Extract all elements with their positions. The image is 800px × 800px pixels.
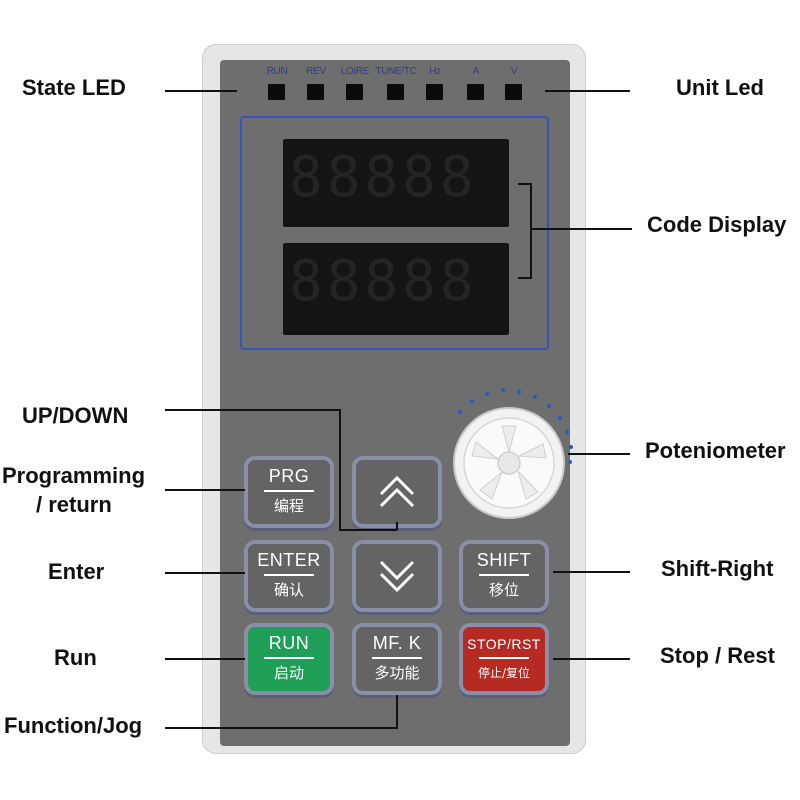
enter-button[interactable]: ENTER 确认 (248, 544, 330, 608)
leader-unit-led (545, 90, 630, 92)
leader-run (165, 658, 245, 660)
shift-button-divider (479, 574, 529, 576)
state-led-run (268, 84, 285, 100)
state-led-rev (307, 84, 324, 100)
callout-enter: Enter (48, 559, 105, 584)
leader-enter (165, 572, 245, 574)
leader-shift-right (553, 571, 630, 573)
callout-state-led: State LED (22, 75, 126, 100)
stop-reset-button-sublabel: 停止/复位 (477, 666, 531, 680)
callout-function-jog: Function/Jog (4, 713, 143, 738)
state-led-tune (387, 84, 404, 100)
code-display-bracket (518, 183, 532, 279)
shift-button[interactable]: SHIFT 移位 (463, 544, 545, 608)
led-label-rev: REV (306, 66, 326, 77)
callout-unit-led: Unit Led (676, 75, 764, 100)
unit-led-a (467, 84, 484, 100)
run-button-sublabel: 启动 (273, 664, 304, 682)
code-display-upper: 88888 (283, 139, 509, 227)
prg-button[interactable]: PRG 编程 (248, 460, 330, 524)
prg-button-sublabel: 编程 (273, 497, 304, 515)
led-label-loire: LOIRE (340, 66, 370, 77)
mf-k-button-divider (372, 657, 422, 659)
leader-up-down-v (339, 409, 341, 530)
leader-up-down-tick (396, 522, 398, 530)
enter-button-sublabel: 确认 (273, 581, 304, 599)
callout-code-display: Code Display (647, 212, 787, 237)
leader-function-jog-h (165, 727, 398, 729)
prg-button-label: PRG (268, 466, 310, 486)
chevron-up-icon (379, 475, 415, 508)
stop-reset-button[interactable]: STOP/RST 停止/复位 (463, 627, 545, 691)
shift-button-sublabel: 移位 (488, 581, 519, 599)
led-label-hz: Hz (429, 66, 441, 77)
run-button[interactable]: RUN 启动 (248, 627, 330, 691)
leader-code-display (532, 228, 632, 230)
stop-reset-button-divider (479, 657, 529, 659)
state-led-loire (346, 84, 363, 100)
led-label-run: RUN (266, 66, 288, 77)
unit-led-hz (426, 84, 443, 100)
run-button-label: RUN (268, 633, 310, 653)
led-label-v: V (510, 66, 518, 77)
run-button-divider (264, 657, 314, 659)
mf-k-button-sublabel: 多功能 (374, 664, 420, 682)
code-display-lower: 88888 (283, 243, 509, 335)
potentiometer-knob[interactable] (450, 404, 568, 522)
callout-up-down: UP/DOWN (22, 403, 129, 428)
display-digits-upper: 88888 (289, 145, 478, 210)
callout-return: / return (36, 492, 112, 517)
enter-button-divider (264, 574, 314, 576)
display-digits-lower: 88888 (289, 249, 478, 314)
up-button[interactable] (356, 460, 438, 524)
leader-potentiometer (568, 453, 630, 455)
leader-up-down-h2 (339, 529, 397, 531)
callout-programming: Programming (2, 463, 146, 488)
display-frame (240, 116, 549, 350)
callout-shift-right: Shift-Right (661, 556, 774, 581)
prg-button-divider (264, 490, 314, 492)
led-label-a: A (472, 66, 480, 77)
leader-stop-reset (553, 658, 630, 660)
chevron-down-icon (379, 560, 415, 593)
callout-potentiometer: Poteniometer (645, 438, 786, 463)
leader-programming (165, 489, 245, 491)
mf-k-button[interactable]: MF. K 多功能 (356, 627, 438, 691)
mf-k-button-label: MF. K (372, 633, 422, 653)
shift-button-label: SHIFT (476, 550, 532, 570)
stop-reset-button-label: STOP/RST (467, 636, 541, 652)
leader-state-led (165, 90, 237, 92)
callout-stop-reset: Stop / Rest (660, 643, 775, 668)
enter-button-label: ENTER (257, 550, 321, 570)
leader-up-down-h (165, 409, 340, 411)
leader-function-jog-v (396, 695, 398, 729)
led-label-tune: TUNE/TC (375, 66, 417, 77)
down-button[interactable] (356, 544, 438, 608)
unit-led-v (505, 84, 522, 100)
callout-run: Run (54, 645, 97, 670)
